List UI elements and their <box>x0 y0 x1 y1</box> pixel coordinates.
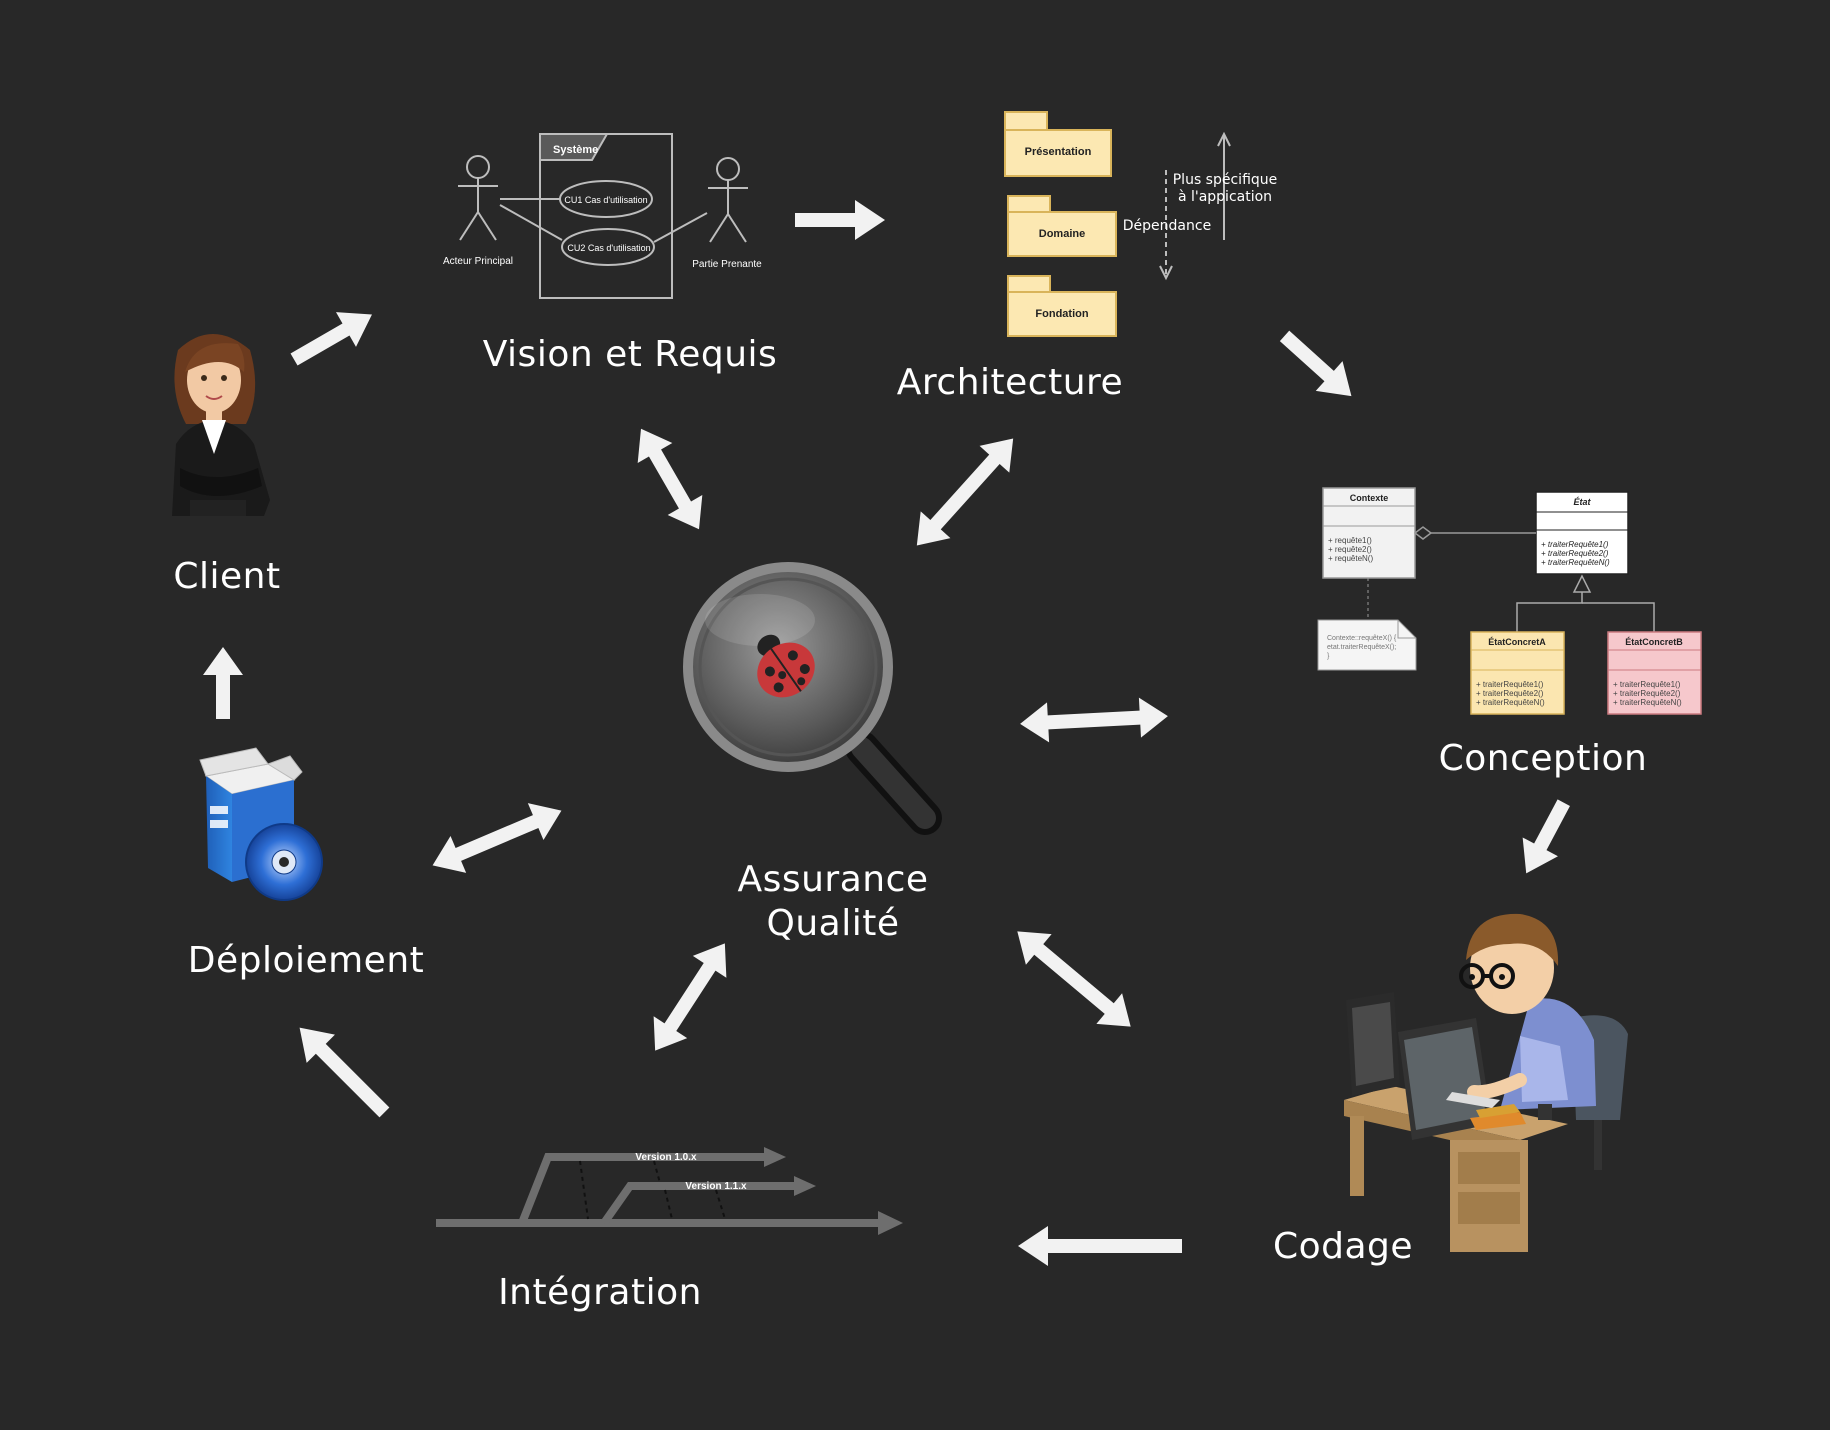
flow-arrows <box>203 200 1570 1266</box>
arrow-codage-to-integration <box>1018 1226 1182 1266</box>
actor-main-label: Acteur Principal <box>443 256 513 267</box>
stage-label-deploiement: Déploiement <box>187 940 425 981</box>
stage-label-integration: Intégration <box>498 1272 702 1313</box>
aggregation-diamond <box>1413 526 1433 540</box>
class-contexte-op-1: + requête1() <box>1328 536 1372 545</box>
class-etat-op-2: + traiterRequête2() <box>1541 549 1609 558</box>
note-line-3: } <box>1327 653 1330 660</box>
system-title: Système <box>553 144 598 156</box>
stage-label-vision: Vision et Requis <box>482 334 778 375</box>
class-concret-b <box>1607 631 1702 715</box>
dependency-arrows <box>1159 131 1231 281</box>
arrow-integration-qa <box>653 943 727 1051</box>
branch-v1 <box>518 1153 766 1225</box>
actor-stakeholder-icon <box>708 157 748 243</box>
branch-v2 <box>600 1182 796 1226</box>
class-concret-b-name: ÉtatConcretB <box>1625 637 1683 647</box>
arrow-codage-qa <box>1017 931 1131 1027</box>
dependency-label: Dépendance <box>1123 218 1211 234</box>
class-concret-b-op-3: + traiterRequêteN() <box>1613 698 1682 707</box>
usecase-2 <box>561 228 655 266</box>
arrow-deploiement-qa <box>432 803 562 873</box>
class-concret-a-op-3: + traiterRequêteN() <box>1476 698 1545 707</box>
class-concret-a-op-1: + traiterRequête1() <box>1476 680 1544 689</box>
class-contexte-op-2: + requête2() <box>1328 545 1372 554</box>
class-concret-a-name: ÉtatConcretA <box>1488 637 1546 647</box>
class-concret-a-op-2: + traiterRequête2() <box>1476 689 1544 698</box>
arrow-conception-qa <box>1020 697 1168 743</box>
class-contexte-op-3: + requêteN() <box>1328 554 1373 563</box>
package-diagram <box>1004 111 1117 337</box>
class-contexte-name: Contexte <box>1350 493 1389 503</box>
package-presentation <box>1004 129 1112 177</box>
arrow-vision-qa <box>637 428 703 530</box>
arrow-architecture-to-conception <box>1279 330 1352 397</box>
developer-at-desk-icon <box>1344 913 1628 1252</box>
arrow-deploiement-to-client <box>203 647 243 719</box>
businesswoman-icon <box>172 334 270 516</box>
stage-label-qa-line2: Qualité <box>766 903 900 944</box>
branch-diagram <box>436 1147 903 1235</box>
stage-label-qa-line1: Assurance <box>737 859 929 900</box>
class-etat <box>1535 491 1629 575</box>
specific-label-2: à l'appication <box>1178 189 1272 205</box>
version-1-label: Version 1.0.x <box>635 1152 697 1163</box>
stage-label-client: Client <box>173 556 281 597</box>
version-2-label: Version 1.1.x <box>685 1181 747 1192</box>
inheritance-triangle <box>1572 574 1592 593</box>
usecase-1-label: CU1 Cas d'utilisation <box>564 195 647 205</box>
usecase-2-label: CU2 Cas d'utilisation <box>567 243 650 253</box>
actor-stakeholder-label: Partie Prenante <box>692 259 762 270</box>
class-concret-b-op-2: + traiterRequête2() <box>1613 689 1681 698</box>
stage-label-conception: Conception <box>1438 738 1648 779</box>
arrow-integration-to-deploiement <box>299 1027 390 1118</box>
arrow-vision-to-architecture <box>795 200 885 240</box>
stage-label-qa: Assurance Qualité <box>718 858 948 946</box>
class-etat-op-1: + traiterRequête1() <box>1541 540 1609 549</box>
specific-label-1: Plus spécifique <box>1173 172 1278 188</box>
class-contexte <box>1322 487 1416 579</box>
note-line-1: Contexte::requêteX() { <box>1327 635 1397 642</box>
merge-lines <box>579 1160 726 1220</box>
usecase-diagram <box>458 133 748 299</box>
class-concret-a <box>1470 631 1565 715</box>
stage-label-codage: Codage <box>1272 1226 1414 1267</box>
system-tab <box>539 133 609 161</box>
stage-label-architecture: Architecture <box>896 362 1124 403</box>
arrow-architecture-qa <box>916 438 1014 546</box>
package-domaine <box>1007 211 1117 257</box>
ladybug-icon <box>757 634 815 698</box>
class-etat-op-3: + traiterRequêteN() <box>1541 558 1610 567</box>
package-presentation-label: Présentation <box>1025 146 1092 158</box>
package-fondation-label: Fondation <box>1035 308 1088 320</box>
software-box-cd-icon <box>199 747 323 901</box>
actor-main-icon <box>458 155 498 241</box>
arrow-conception-to-codage <box>1522 799 1570 874</box>
note-line-2: etat.traiterRequêteX(); <box>1327 644 1396 651</box>
arrow-client-to-vision <box>290 312 372 366</box>
package-domaine-label: Domaine <box>1039 228 1085 240</box>
class-concret-b-op-1: + traiterRequête1() <box>1613 680 1681 689</box>
class-diagram <box>1317 487 1702 715</box>
package-fondation <box>1007 291 1117 337</box>
note-box <box>1317 619 1417 671</box>
magnifier-ladybug-icon <box>683 562 942 835</box>
class-etat-name: État <box>1573 497 1591 507</box>
